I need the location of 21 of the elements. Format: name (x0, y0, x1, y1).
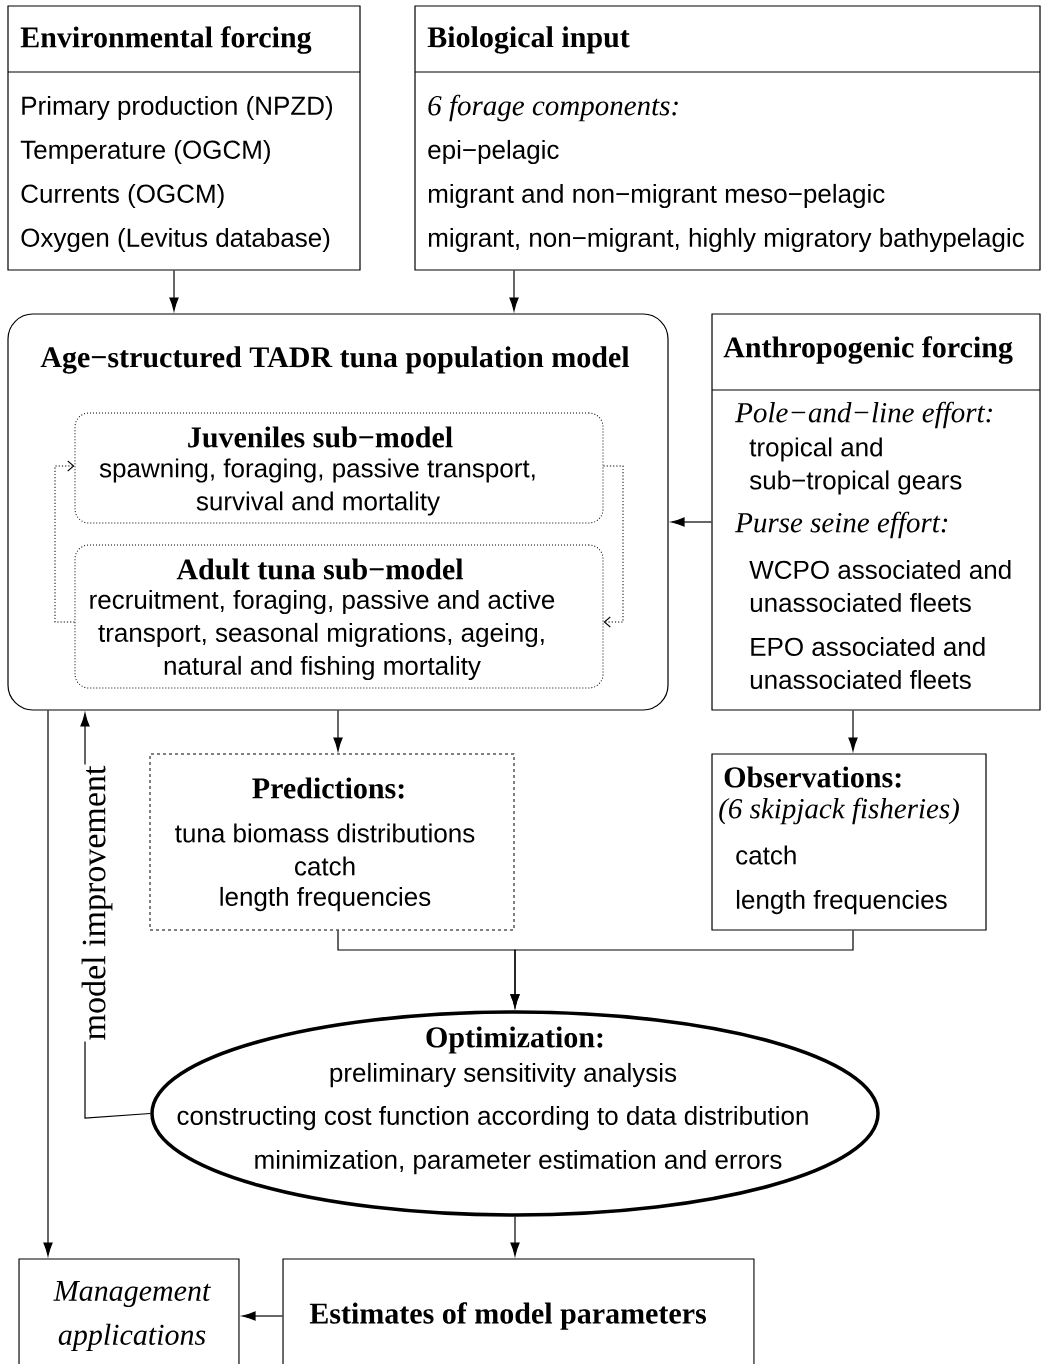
arrow (333, 710, 343, 752)
arrow (510, 930, 854, 1008)
observation-box: Observations: (6 skipjack fisheries) catch length frequencies (711, 753, 987, 931)
submodel-box: Adult tuna sub−model recruitment, foraging, passive and active transport, seasonal migrations, ageing, natural and fishing mortality (74, 544, 604, 689)
output-box: Management applications (18, 1258, 240, 1364)
input-box: Biological input 6 forage components: epi−pelagic migrant and non−migrant meso−pelagic migrant, non−migrant, highly migratory bathypelagic (414, 5, 1041, 271)
arrow (509, 270, 519, 312)
input-box: Environmental forcing Primary production (NPZD) Temperature (OGCM) Currents (OGCM) Oxygen (Levitus database) (7, 5, 361, 271)
arrow (169, 270, 179, 312)
output-box: Estimates of model parameters (282, 1258, 755, 1364)
edge-label: model improvement (80, 764, 114, 1042)
submodel-box: Juveniles sub−model spawning, foraging, passive transport, survival and mortality (74, 412, 604, 524)
input-box: Anthropogenic forcing Pole−and−line effort: tropical and sub−tropical gears Purse seine effort: WCPO associated and unassociated fleets EPO associated and unassociated fleets (711, 313, 1041, 711)
prediction-box: Predictions: tuna biomass distributions catch length frequencies (149, 753, 515, 931)
loop-arrow (603, 465, 624, 628)
arrow (43, 710, 53, 1257)
arrow (241, 1311, 283, 1321)
loop-arrow (54, 460, 75, 623)
arrow (848, 710, 858, 752)
arrow (670, 517, 712, 527)
arrow (510, 1216, 520, 1257)
